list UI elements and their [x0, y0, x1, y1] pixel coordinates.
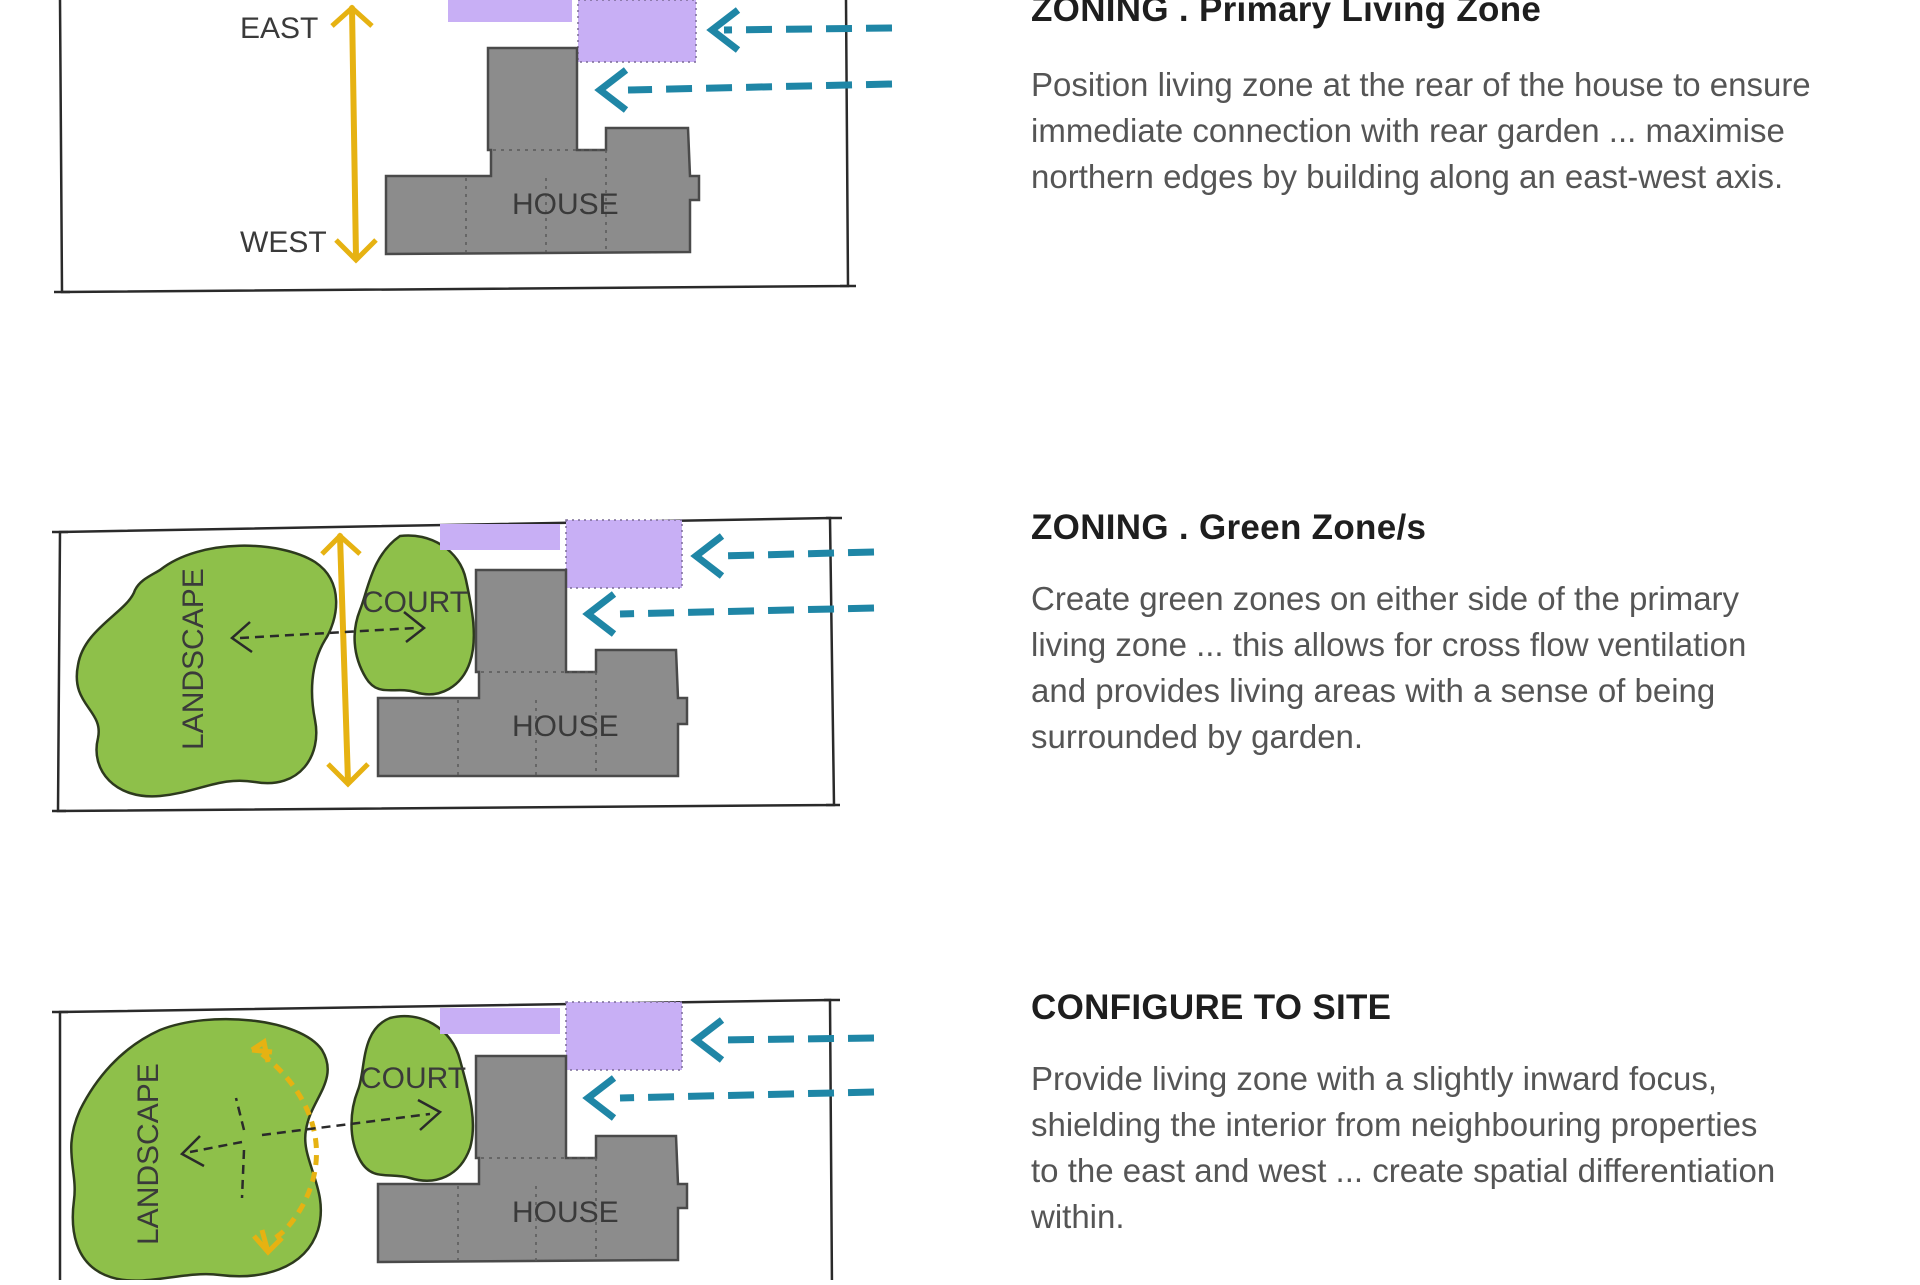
panel-description: Provide living zone with a slightly inwa… — [1031, 1060, 1776, 1235]
breeze-arrow — [619, 1088, 875, 1102]
court-label: COURT — [362, 586, 468, 619]
panel-description: Create green zones on either side of the… — [1031, 580, 1747, 755]
breeze-arrow — [627, 80, 893, 94]
panel-title: ZONING . Green Zone/s — [1031, 508, 1427, 547]
west-label: WEST — [240, 226, 327, 259]
house-label: HOUSE — [512, 188, 619, 221]
east-west-axis-arrow — [349, 5, 359, 261]
cross-flow-arrow — [261, 1112, 431, 1137]
panel-title: CONFIGURE TO SITE — [1031, 988, 1392, 1027]
breeze-arrow — [619, 604, 875, 618]
court-label: COURT — [360, 1062, 466, 1095]
court-zone — [350, 1014, 475, 1182]
house-footprint — [384, 46, 701, 256]
breeze-arrow — [723, 24, 893, 34]
inward-flow-arrow — [189, 1140, 243, 1154]
site-boundary — [58, 0, 850, 294]
inward-flow-arrow — [240, 1149, 246, 1199]
east-west-axis-arrow — [337, 533, 351, 785]
panel-description: Position living zone at the rear of the … — [1031, 66, 1811, 195]
landscape-zone — [75, 544, 338, 798]
landscape-label: LANDSCAPE — [177, 568, 210, 750]
living-zone — [565, 519, 683, 589]
panel-text-primary-living-zone: ZONING . Primary Living Zone Position li… — [1031, 0, 1911, 200]
living-zone-strip — [440, 524, 560, 550]
landscape-zone — [70, 1017, 329, 1282]
sketch-green-zones: LANDSCAPE COURT HOUSE — [0, 500, 900, 835]
living-zone-strip — [448, 0, 572, 22]
court-zone — [353, 534, 476, 696]
inward-flow-arrow — [234, 1097, 246, 1131]
east-label: EAST — [240, 12, 318, 45]
panel-text-green-zones: ZONING . Green Zone/s Create green zones… — [1031, 508, 1911, 760]
sketch-primary-living-zone: HOUSE EAST WEST — [0, 0, 900, 305]
landscape-label: LANDSCAPE — [132, 1063, 165, 1245]
living-zone — [565, 1001, 683, 1071]
breeze-arrow — [717, 548, 875, 560]
sketch-configure-to-site: LANDSCAPE COURT HOUSE — [0, 990, 900, 1285]
panel-title: ZONING . Primary Living Zone — [1031, 0, 1542, 29]
site-boundary — [58, 998, 834, 1285]
panel-text-configure-to-site: CONFIGURE TO SITE Provide living zone wi… — [1031, 988, 1911, 1240]
living-zone — [577, 0, 697, 63]
house-label: HOUSE — [512, 710, 619, 743]
breeze-arrow — [717, 1034, 875, 1044]
house-label: HOUSE — [512, 1196, 619, 1229]
living-zone-strip — [440, 1008, 560, 1034]
